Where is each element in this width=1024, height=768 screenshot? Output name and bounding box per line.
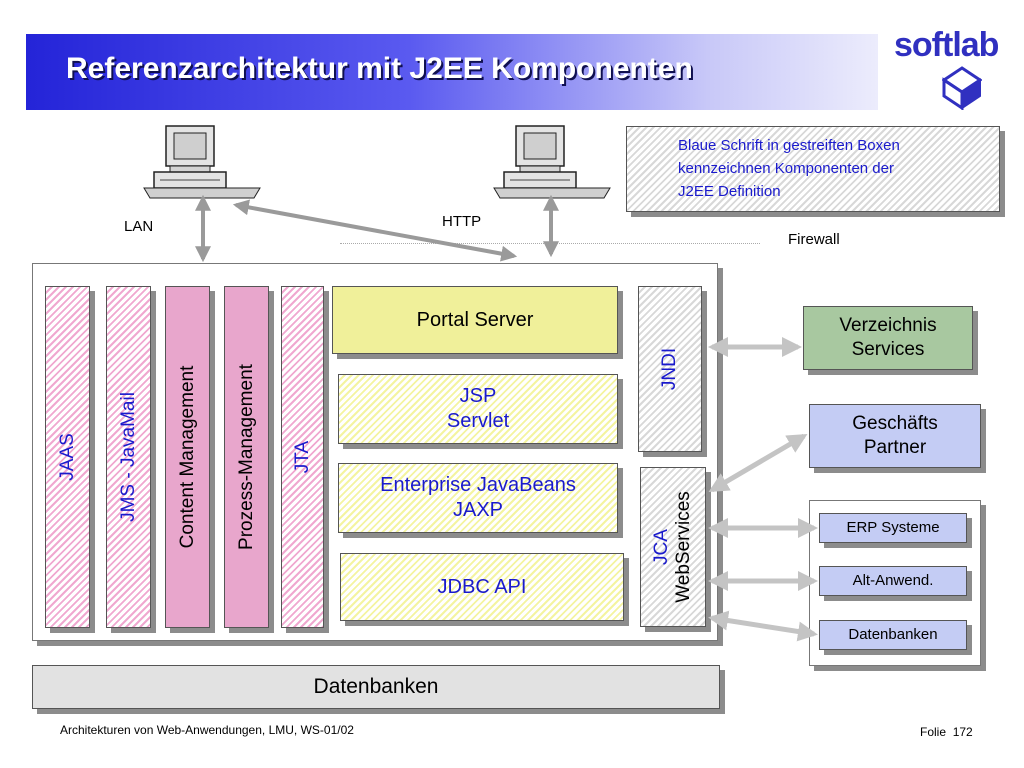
erp-label: ERP Systeme — [846, 518, 940, 536]
http-computer-icon — [493, 125, 611, 199]
datenbanken-bar: Datenbanken — [32, 665, 720, 709]
geschaefts-partner-box: Geschäfts Partner — [809, 404, 981, 468]
ejb-box: Enterprise JavaBeans JAXP — [338, 463, 618, 533]
jdbc-label: JDBC API — [437, 575, 527, 598]
servlet-label: Servlet — [446, 410, 510, 432]
slide-title: Referenzarchitektur mit J2EE Komponenten — [66, 52, 693, 85]
jaas-column: JAAS — [45, 286, 90, 628]
firewall-label: Firewall — [788, 231, 840, 248]
portal-server-label: Portal Server — [416, 308, 534, 331]
softlab-logo-text: softlab — [894, 26, 999, 64]
services-label: Services — [851, 339, 925, 360]
jca-db-arrow — [708, 610, 818, 642]
verzeichnis-services-box: Verzeichnis Services — [803, 306, 973, 370]
legend-line-2: kennzeichnen Komponenten der — [678, 160, 894, 177]
lan-computer-icon — [143, 125, 261, 199]
jdbc-box: JDBC API — [340, 553, 624, 621]
legend-text: Blaue Schrift in gestreiften Boxen kennz… — [678, 134, 900, 203]
jaxp-label: JAXP — [452, 499, 504, 521]
content-management-column: Content Management — [165, 286, 210, 628]
jca-webservices-column: JCA WebServices — [640, 467, 706, 627]
db-small-label: Datenbanken — [848, 625, 938, 643]
legend-line-1: Blaue Schrift in gestreiften Boxen — [678, 137, 900, 154]
footer-course: Architekturen von Web-Anwendungen, LMU, … — [60, 723, 354, 737]
geschaefts-label: Geschäfts — [852, 413, 938, 435]
jms-column: JMS - JavaMail — [106, 286, 151, 628]
lan-http-cross-arrow — [232, 199, 518, 262]
legend-box — [626, 126, 1000, 212]
lan-label: LAN — [124, 218, 154, 235]
datenbanken-bar-label: Datenbanken — [313, 674, 439, 698]
alt-label: Alt-Anwend. — [852, 571, 934, 589]
jndi-column: JNDI — [638, 286, 702, 452]
jta-column: JTA — [281, 286, 324, 628]
datenbanken-small-box: Datenbanken — [819, 620, 967, 650]
verzeichnis-label: Verzeichnis — [839, 315, 937, 337]
jsp-label: JSP — [459, 385, 497, 407]
alt-anwend-box: Alt-Anwend. — [819, 566, 967, 596]
footer-folie-label: Folie 172 — [920, 725, 973, 739]
softlab-logo-icon — [942, 66, 982, 110]
portal-server-box: Portal Server — [332, 286, 618, 354]
footer-folie: Folie — [920, 725, 947, 739]
title-bar — [26, 34, 878, 110]
prozess-management-column: Prozess-Management — [224, 286, 269, 628]
partner-label: Partner — [863, 437, 927, 458]
footer-page-number: 172 — [952, 725, 973, 739]
jca-partner-arrow — [708, 433, 808, 493]
erp-systeme-box: ERP Systeme — [819, 513, 967, 543]
legend-line-3: J2EE Definition — [678, 183, 781, 200]
ejb-label: Enterprise JavaBeans — [380, 474, 576, 496]
jsp-servlet-box: JSP Servlet — [338, 374, 618, 444]
